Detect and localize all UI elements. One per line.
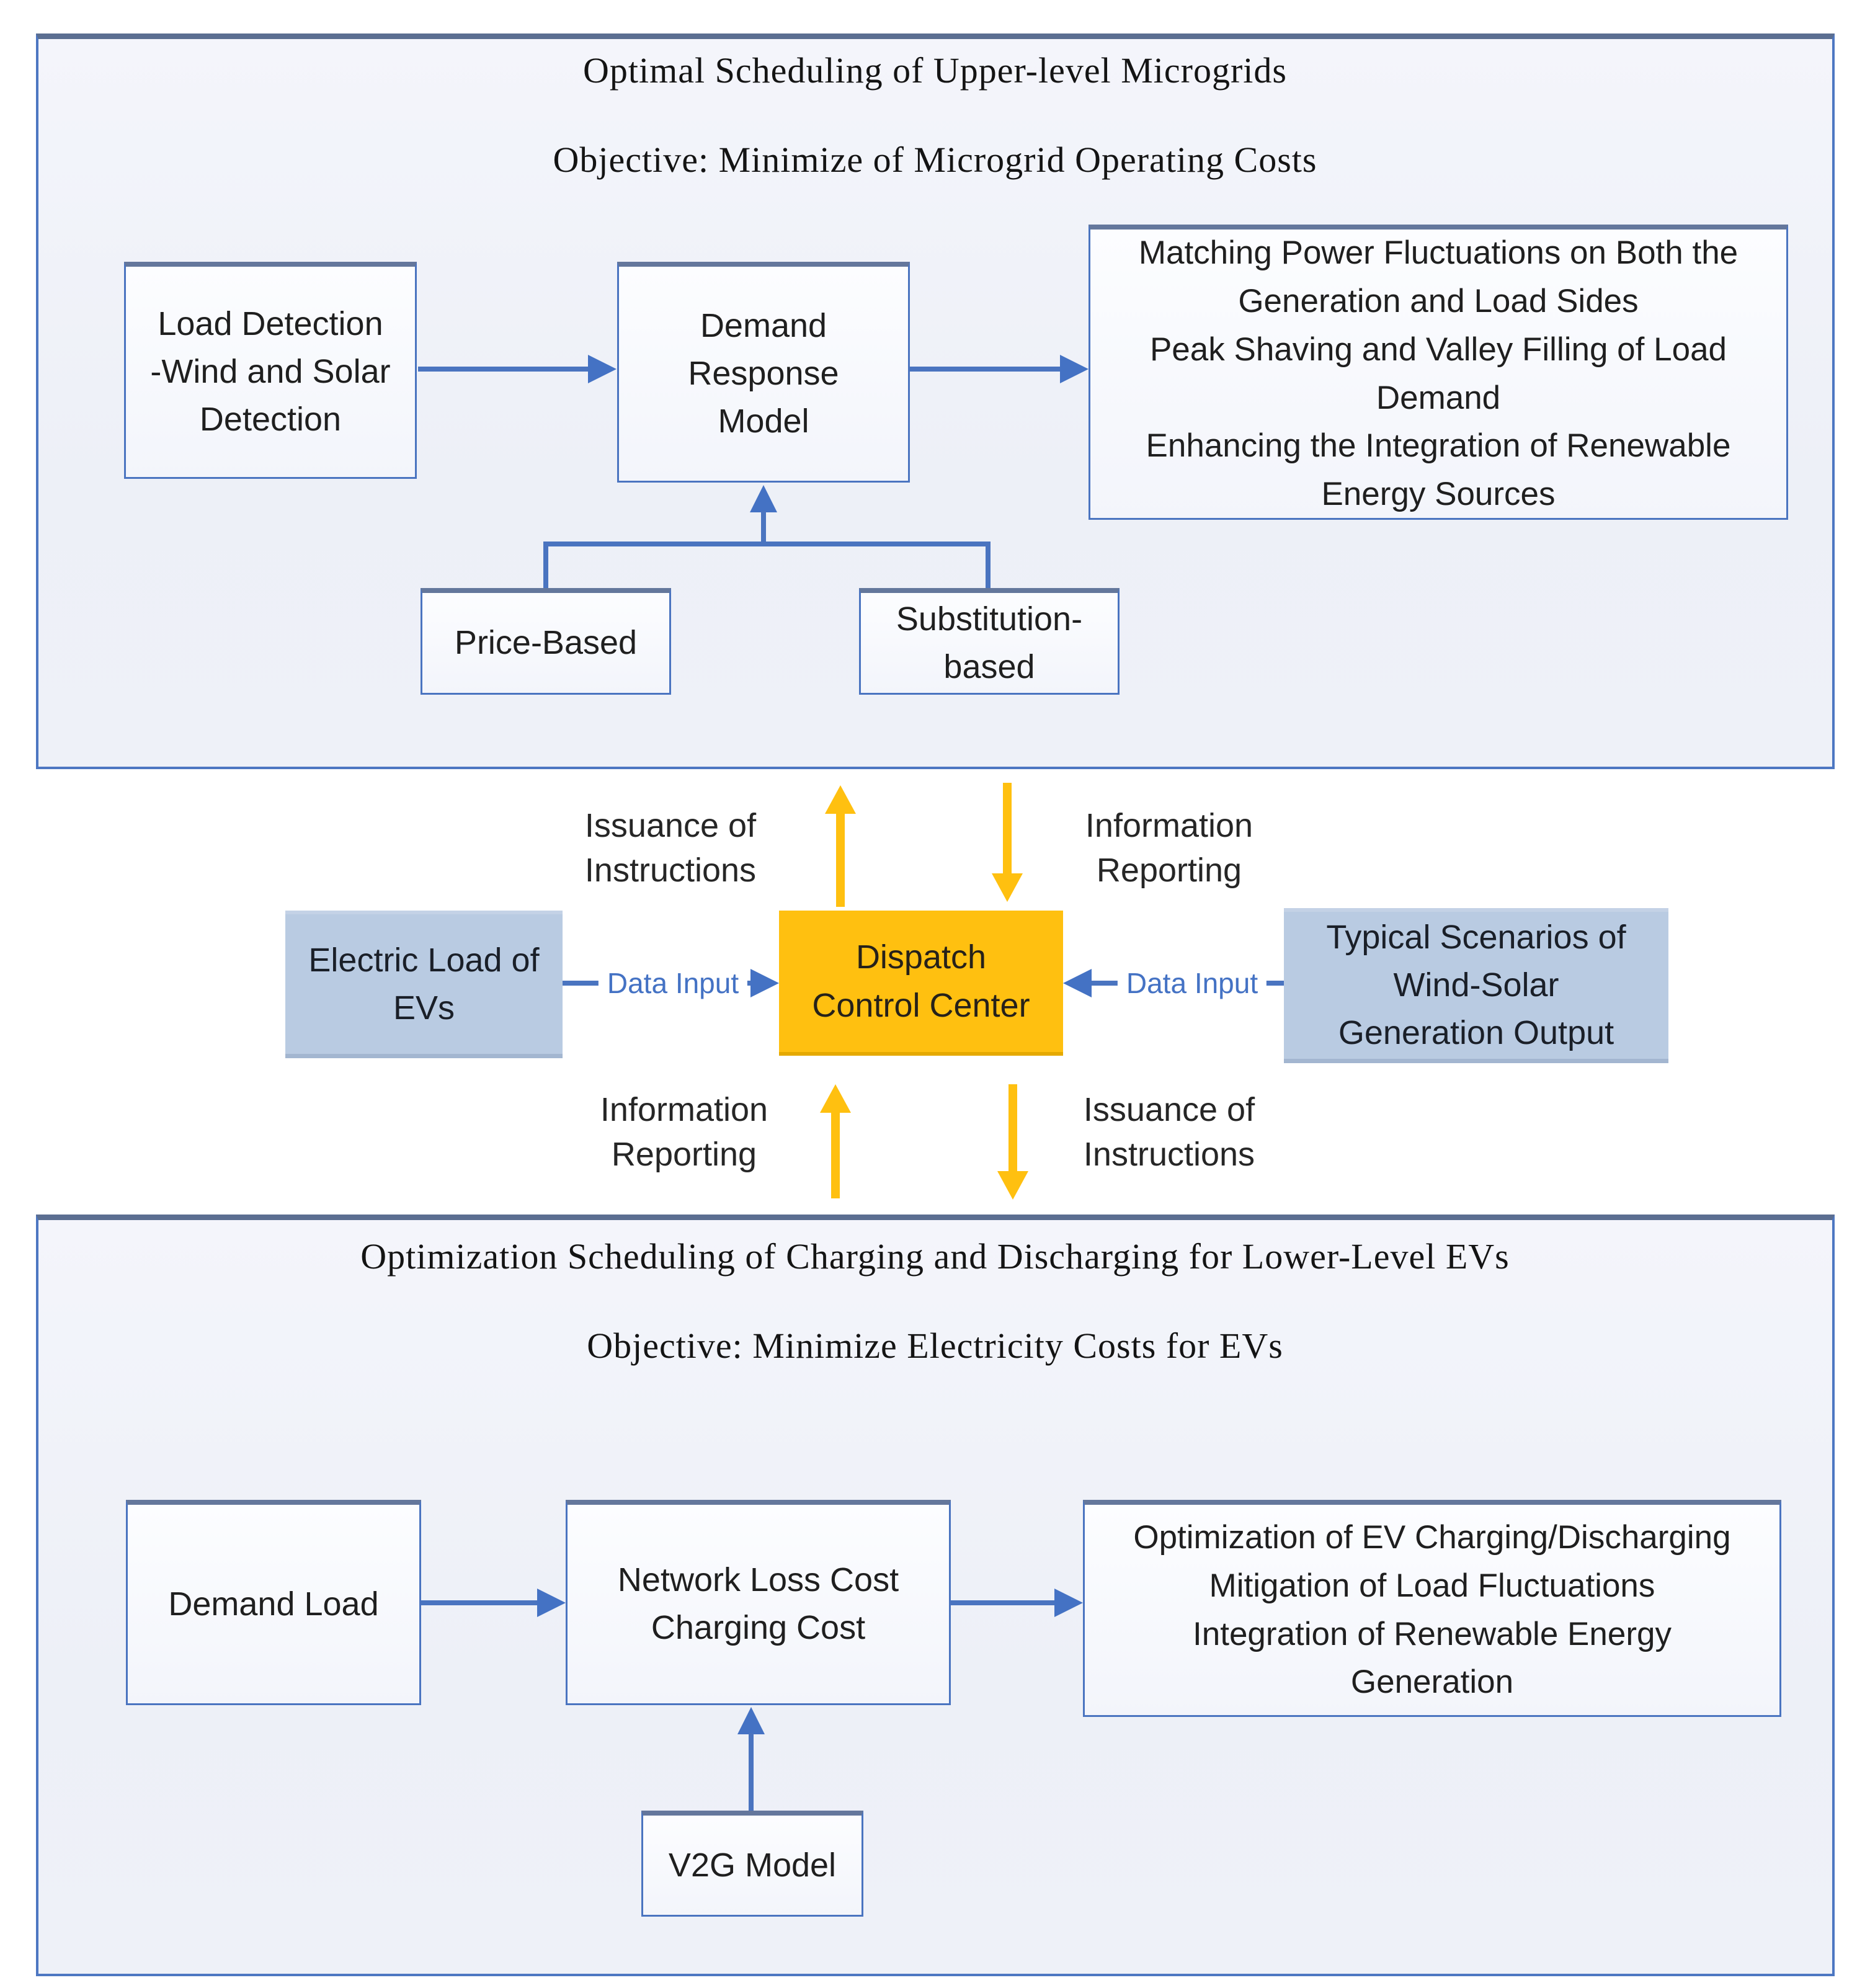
branch-horizontal-line [543, 542, 991, 546]
arrow-demandload-to-cost-line [421, 1600, 537, 1605]
data-input-left-head [750, 969, 779, 997]
issuance-up-arrow-head-top [825, 785, 856, 814]
lower-panel-title: Optimization Scheduling of Charging and … [360, 1236, 1510, 1277]
branch-stem-line [761, 511, 766, 544]
electric-load-of-evs-box: Electric Load of EVs [285, 911, 563, 1058]
demand-load-box: Demand Load [126, 1500, 421, 1705]
arrow-load-to-demand-line [418, 367, 589, 372]
arrow-cost-to-outcome-head [1054, 1589, 1083, 1617]
lower-outcome-box: Optimization of EV Charging/Discharging … [1083, 1500, 1781, 1717]
information-reporting-label-top: Information Reporting [1085, 807, 1253, 889]
arrow-demand-to-outcome-line [910, 367, 1060, 372]
branch-left-drop-line [543, 542, 548, 589]
information-reporting-label-bottom: Information Reporting [600, 1091, 768, 1173]
v2g-model-box: V2G Model [641, 1811, 863, 1917]
upper-panel-title: Optimal Scheduling of Upper-level Microg… [583, 50, 1287, 91]
typical-scenarios-box: Typical Scenarios of Wind-Solar Generati… [1284, 908, 1668, 1063]
upper-panel-objective: Objective: Minimize of Microgrid Operati… [553, 140, 1317, 180]
data-input-right-head [1063, 969, 1092, 997]
arrow-cost-to-outcome-line [951, 1600, 1054, 1605]
demand-response-model-box: Demand Response Model [617, 262, 910, 483]
arrow-v2g-up-line [749, 1733, 754, 1811]
issuance-down-arrow-head-bottom [997, 1171, 1028, 1200]
issuance-of-instructions-label-top: Issuance of Instructions [584, 807, 757, 889]
issuance-up-arrow-shaft-top [836, 813, 845, 907]
dispatch-control-center-box: Dispatch Control Center [779, 911, 1063, 1056]
price-based-box: Price-Based [421, 588, 671, 695]
data-input-left-label: Data Input [598, 965, 748, 1001]
reporting-down-arrow-shaft-top [1003, 783, 1012, 873]
reporting-down-arrow-head-top [992, 873, 1023, 902]
network-loss-charging-cost-box: Network Loss Cost Charging Cost [566, 1500, 951, 1705]
arrow-branch-up-head [750, 485, 777, 512]
arrow-demand-to-outcome-head [1060, 355, 1089, 383]
reporting-up-arrow-shaft-bottom [831, 1112, 840, 1198]
issuance-of-instructions-label-bottom: Issuance of Instructions [1083, 1091, 1255, 1173]
load-detection-box: Load Detection -Wind and Solar Detection [124, 262, 417, 479]
upper-outcome-box: Matching Power Fluctuations on Both the … [1089, 225, 1788, 520]
data-input-right-label: Data Input [1117, 965, 1267, 1001]
branch-right-drop-line [986, 542, 991, 589]
substitution-based-box: Substitution- based [859, 588, 1120, 695]
lower-panel-objective: Objective: Minimize Electricity Costs fo… [587, 1326, 1283, 1366]
reporting-up-arrow-head-bottom [820, 1084, 851, 1113]
arrow-v2g-up-head [737, 1707, 765, 1734]
issuance-down-arrow-shaft-bottom [1008, 1084, 1017, 1171]
arrow-demandload-to-cost-head [537, 1589, 566, 1617]
arrow-load-to-demand-head [588, 355, 617, 383]
